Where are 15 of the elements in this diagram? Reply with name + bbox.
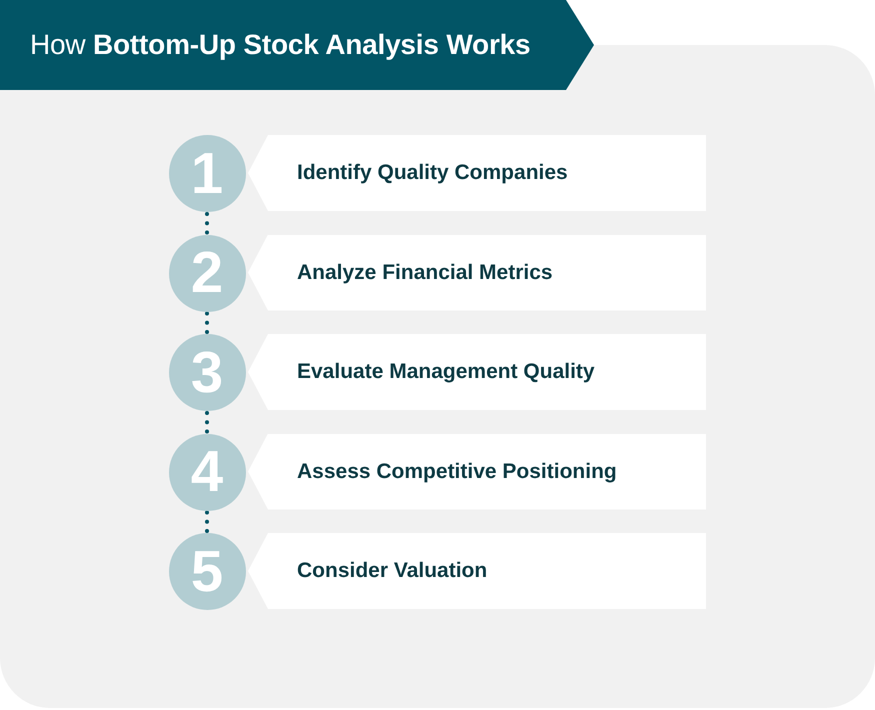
dotted-connector <box>205 508 209 535</box>
step-number: 1 <box>190 144 224 202</box>
step-title: Evaluate Management Quality <box>297 360 595 384</box>
step-number: 2 <box>190 244 224 302</box>
step-title: Identify Quality Companies <box>297 161 568 185</box>
step-number: 4 <box>190 443 224 501</box>
title: How Bottom-Up Stock Analysis Works <box>30 29 530 61</box>
step-number: 3 <box>190 344 224 402</box>
dotted-connector <box>205 310 209 336</box>
step-title: Consider Valuation <box>297 559 488 583</box>
step-title: Analyze Financial Metrics <box>297 260 553 284</box>
dotted-connector <box>205 210 209 236</box>
dotted-connector <box>205 409 209 436</box>
step-number: 5 <box>190 542 224 600</box>
step-title: Assess Competitive Positioning <box>297 460 617 484</box>
